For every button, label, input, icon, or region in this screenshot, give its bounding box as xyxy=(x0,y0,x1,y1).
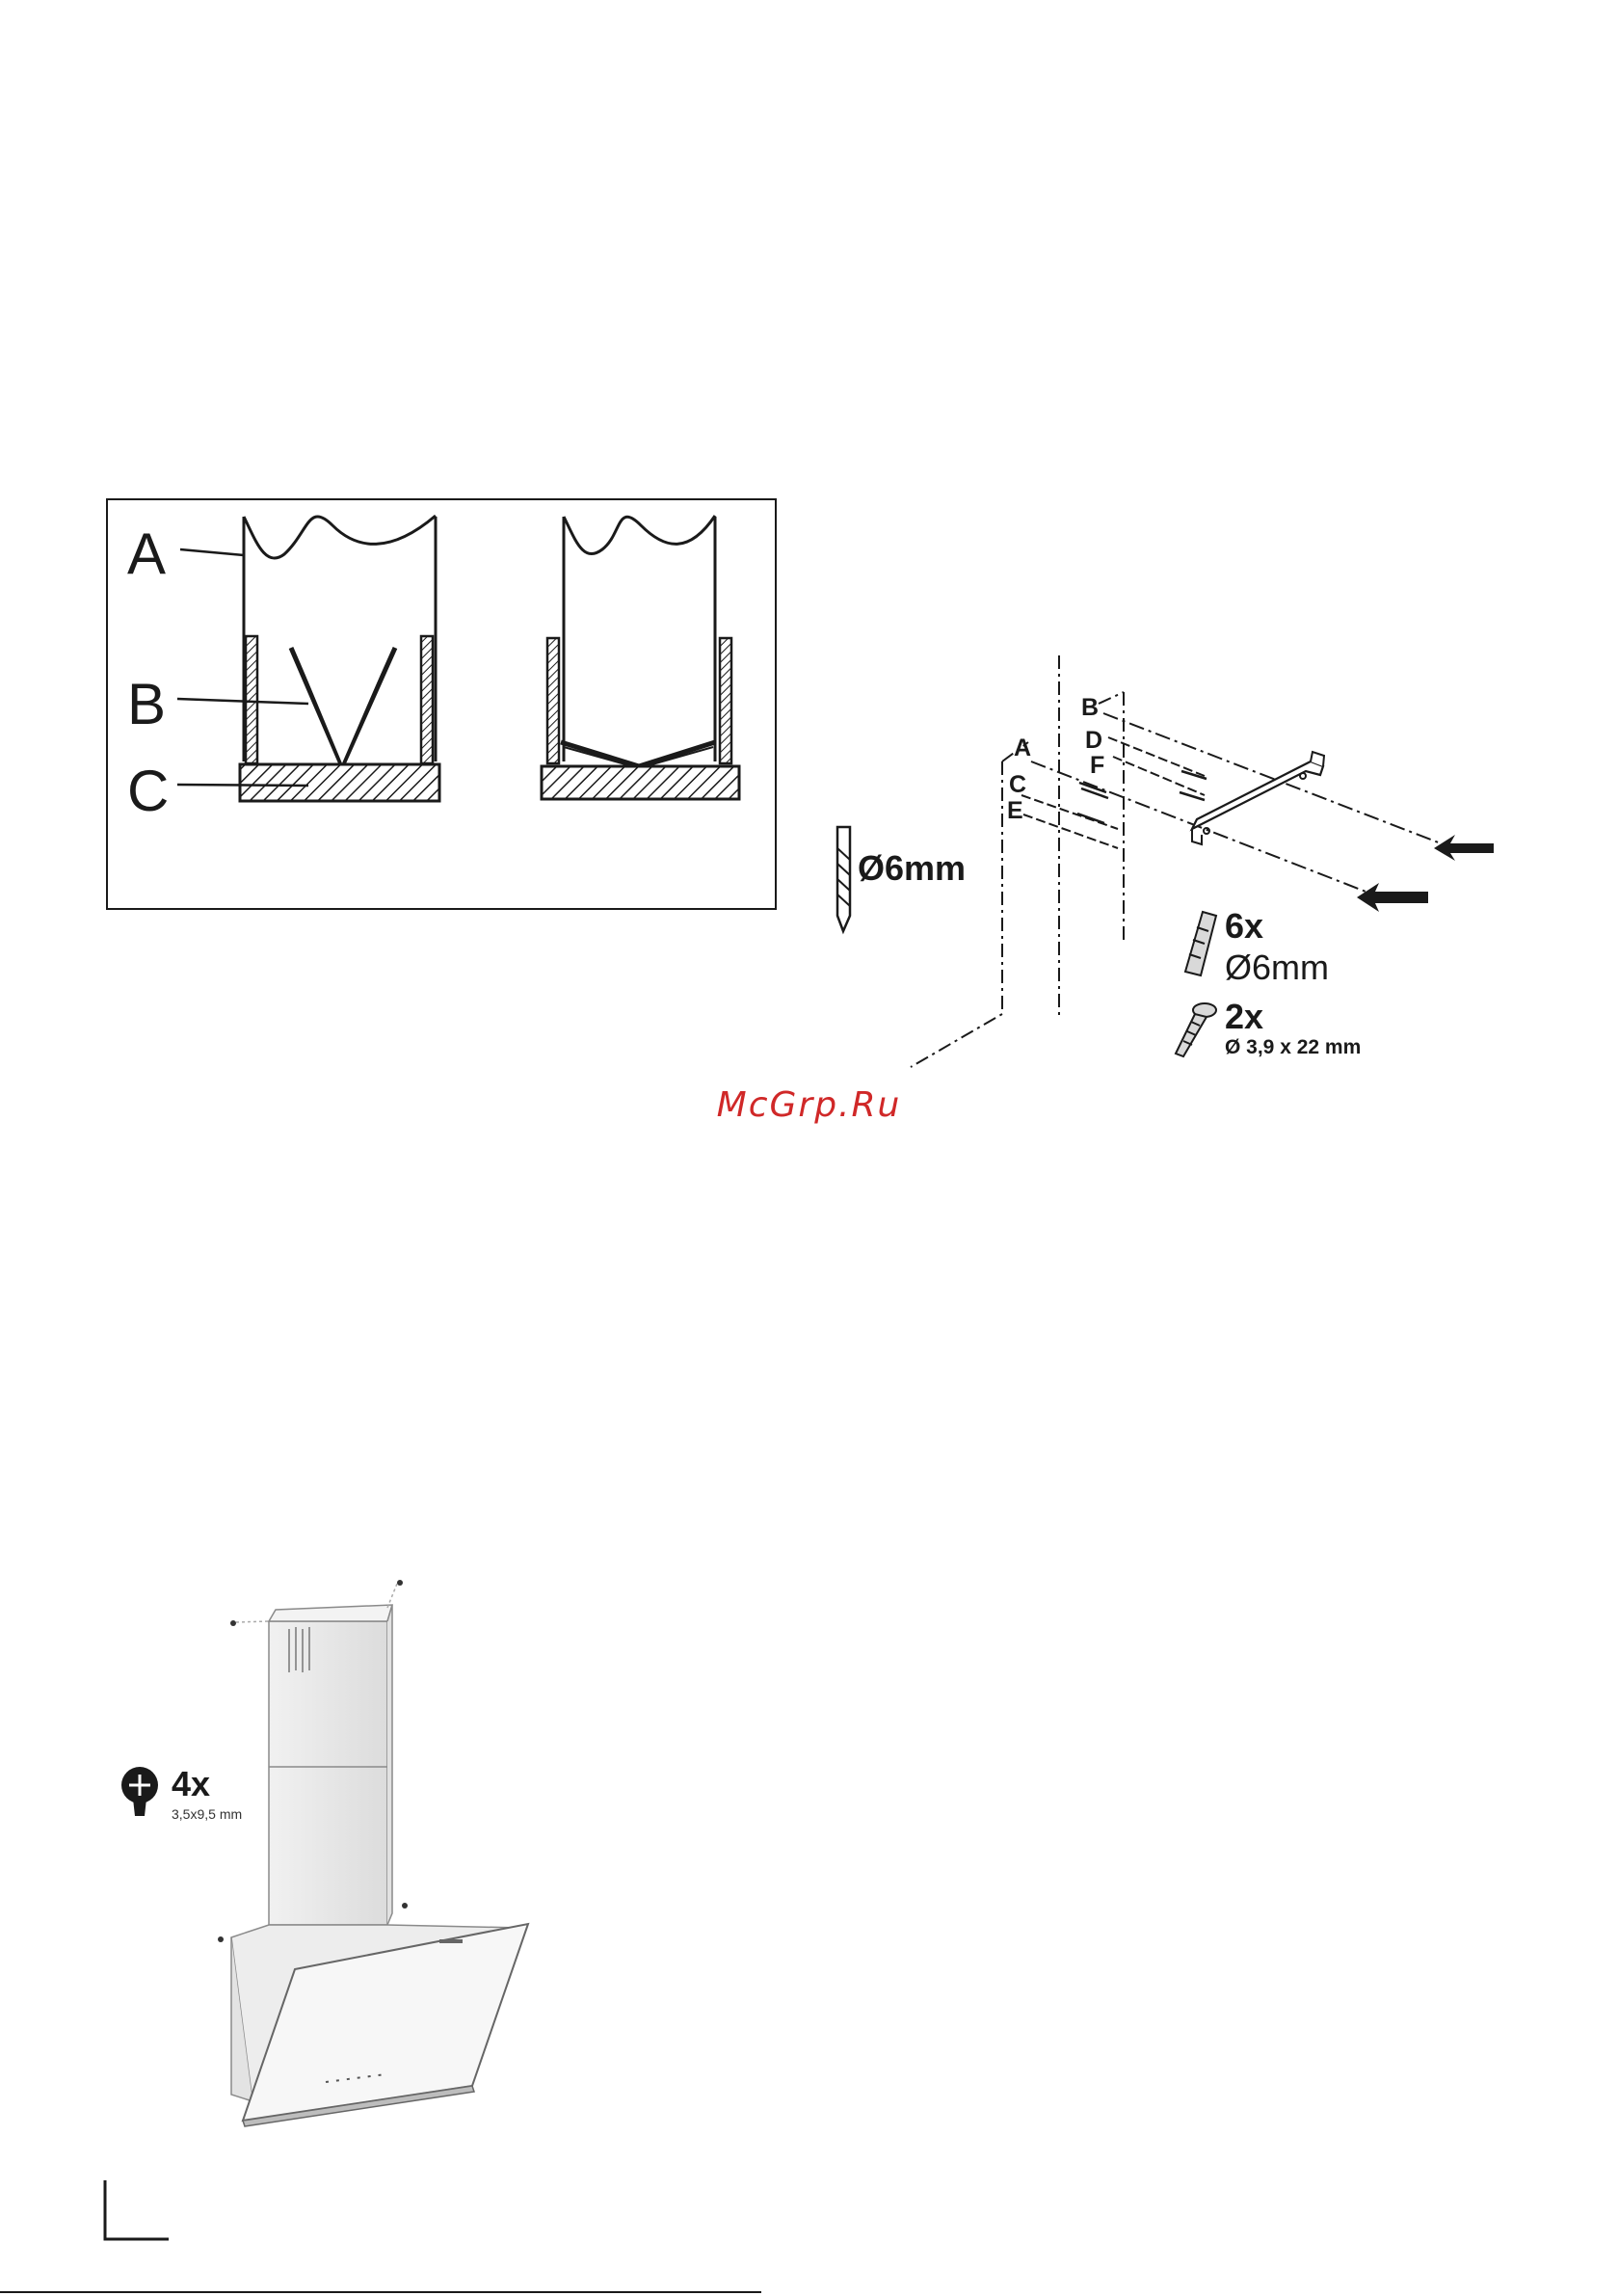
duct-before-illustration xyxy=(177,516,439,801)
dowels-size: Ø6mm xyxy=(1225,948,1329,988)
wall-plug-icon xyxy=(1185,912,1216,975)
dowels-count: 6x xyxy=(1225,906,1263,947)
watermark: McGrp.Ru xyxy=(0,1085,1618,1125)
point-label-a: A xyxy=(1014,734,1031,762)
point-label-c: C xyxy=(1009,771,1026,799)
screw-icon xyxy=(1176,1003,1216,1056)
hood-screws-size: 3,5x9,5 mm xyxy=(172,1806,242,1822)
arrow-icon xyxy=(1434,835,1494,861)
cooker-hood-illustration xyxy=(218,1580,528,2126)
wall-mounting-diagram xyxy=(911,655,1453,1067)
duct-after-illustration xyxy=(542,516,739,799)
hood-screws-count: 4x xyxy=(172,1764,210,1804)
drill-bit-icon xyxy=(837,827,850,931)
arrow-icon xyxy=(1357,883,1428,912)
point-label-f: F xyxy=(1090,752,1104,780)
drill-diameter-label: Ø6mm xyxy=(858,848,966,889)
screws-size: Ø 3,9 x 22 mm xyxy=(1225,1036,1361,1059)
screw-head-icon xyxy=(121,1767,158,1816)
page-corner-mark xyxy=(105,2180,169,2239)
point-label-b: B xyxy=(1081,694,1099,722)
point-label-e: E xyxy=(1007,797,1023,825)
point-label-d: D xyxy=(1085,727,1102,755)
screws-count: 2x xyxy=(1225,997,1263,1037)
